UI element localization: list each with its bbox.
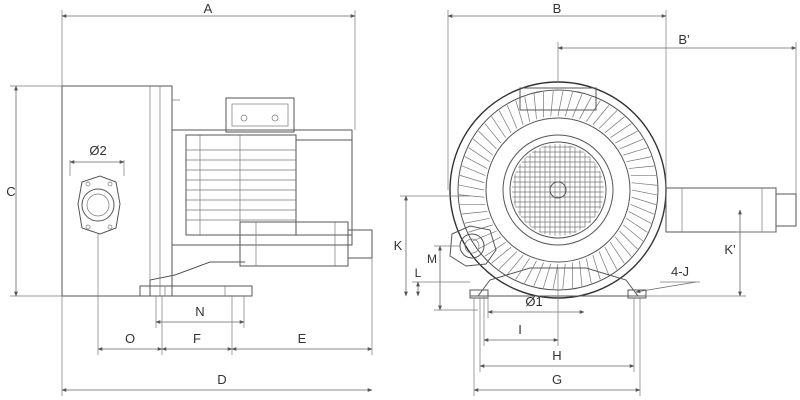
fin-line <box>610 123 632 138</box>
dim-label-F: F <box>193 331 201 346</box>
terminal-box <box>225 97 295 133</box>
fin-line <box>623 147 648 156</box>
fin-line <box>579 96 592 120</box>
fin-line <box>619 230 638 250</box>
dim-label-D: D <box>217 372 226 387</box>
fin-line <box>515 258 530 280</box>
dim-label-O: O <box>125 331 135 346</box>
fin-line <box>506 255 524 276</box>
fin-line <box>631 182 657 186</box>
fin-line <box>491 246 512 264</box>
dim-label-4J: 4-J <box>671 264 689 279</box>
motor-body <box>171 129 353 246</box>
front-silencer <box>665 187 797 233</box>
dim-label-A: A <box>204 1 213 16</box>
dim-label-E: E <box>298 331 307 346</box>
silencer-pipe <box>239 221 373 267</box>
fin-line <box>564 91 573 117</box>
fin-line <box>631 196 657 205</box>
fin-line <box>557 91 564 117</box>
fin-line <box>464 217 490 224</box>
fin-line <box>598 110 618 129</box>
fin-line <box>610 242 625 264</box>
fin-line <box>604 247 618 270</box>
fin-line <box>472 138 493 156</box>
dim-label-dia2: Ø2 <box>89 143 106 158</box>
fin-line <box>623 224 644 242</box>
fin-line <box>619 138 644 150</box>
front-terminal-box <box>519 87 597 111</box>
fin-line <box>628 211 652 224</box>
dim-label-dia1: Ø1 <box>525 294 542 309</box>
fin-line <box>550 91 554 117</box>
fin-line <box>615 130 638 144</box>
fin-line <box>533 93 537 120</box>
dim-label-C: C <box>6 184 15 199</box>
blower-housing <box>61 85 173 297</box>
dim-label-G: G <box>552 372 562 387</box>
fin-line <box>586 100 601 122</box>
dim-label-K: K <box>394 238 403 253</box>
dim-label-L: L <box>415 266 422 280</box>
fin-line <box>498 110 512 133</box>
fin-line <box>491 116 506 138</box>
fin-line <box>461 165 486 176</box>
fin-line <box>524 96 531 122</box>
fin-line <box>459 175 485 184</box>
fin-line <box>614 236 632 257</box>
motor-fan-cover <box>502 134 614 246</box>
fin-line <box>459 194 485 198</box>
dim-label-B-prime: B' <box>678 32 689 47</box>
fin-line <box>630 204 655 215</box>
dim-label-I: I <box>518 322 522 337</box>
fin-line <box>533 262 544 287</box>
fin-line <box>598 251 610 276</box>
fin-line <box>592 104 610 125</box>
fin-line <box>459 184 485 191</box>
fin-line <box>472 230 497 242</box>
fin-line <box>506 104 518 129</box>
dim-label-M: M <box>427 252 437 266</box>
fin-line <box>585 258 592 284</box>
fin-line <box>626 156 652 163</box>
fin-line <box>515 100 524 125</box>
cooling-fins <box>459 91 657 289</box>
fin-line <box>484 242 506 257</box>
fin-line <box>461 211 488 215</box>
fin-line <box>604 116 625 134</box>
dim-label-K-prime: K' <box>724 242 735 257</box>
front-view: B B' K L M K' 4-J Ø1 <box>394 1 797 396</box>
side-view: A C Ø2 N O F E D <box>6 1 373 396</box>
inlet-flange <box>77 175 121 235</box>
dim-label-B: B <box>553 1 562 16</box>
fin-line <box>484 123 502 144</box>
fin-line <box>468 147 490 162</box>
fin-line <box>572 93 583 118</box>
fin-line <box>628 165 655 169</box>
fin-line <box>562 263 566 289</box>
fin-line <box>579 260 583 287</box>
fin-line <box>592 255 601 280</box>
dim-label-H: H <box>552 348 561 363</box>
fin-line <box>631 189 657 196</box>
fin-line <box>478 130 497 150</box>
fin-line <box>464 156 488 169</box>
base-foot <box>139 261 253 297</box>
fin-line <box>498 251 518 270</box>
fin-line <box>524 260 537 284</box>
fin-line <box>543 263 552 289</box>
fin-line <box>626 218 648 233</box>
fin-line <box>478 236 501 250</box>
dim-label-N: N <box>195 304 204 319</box>
